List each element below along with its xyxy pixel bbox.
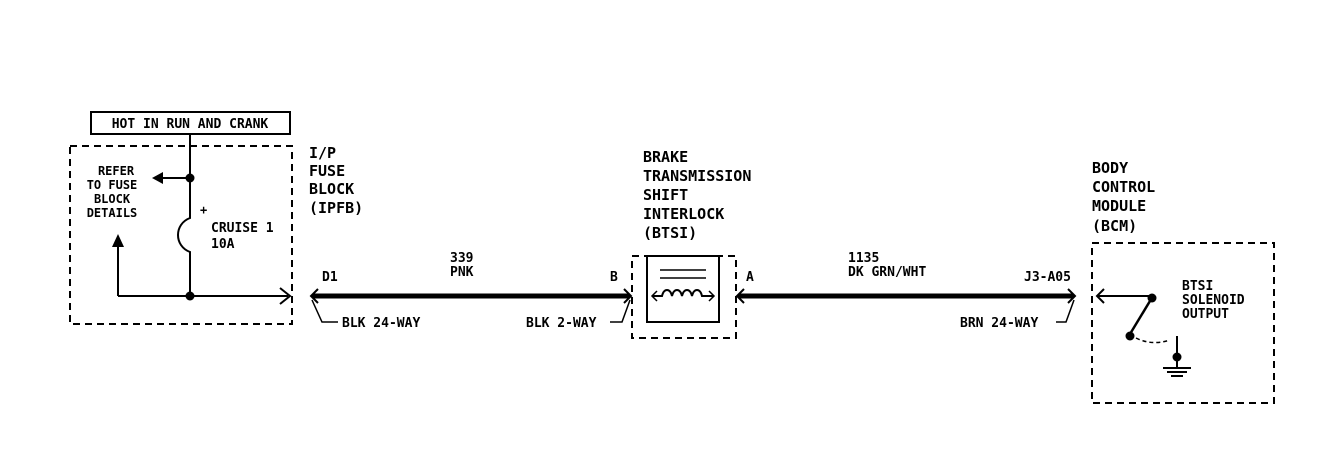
refer-line-2: TO FUSE	[87, 178, 138, 192]
bcm-in-arrow-icon	[1095, 288, 1105, 304]
bcm-title-1: BODY	[1092, 159, 1128, 177]
coil-right-arrow-icon	[708, 290, 716, 302]
bcm-connector-icon	[1067, 288, 1077, 304]
bcm-output-1: BTSI	[1182, 279, 1213, 294]
switch-blade-icon	[1128, 300, 1152, 335]
fuse-icon	[177, 204, 191, 296]
btsi-b-connector-icon	[623, 288, 633, 304]
fuse-rating: 10A	[211, 237, 235, 252]
ground-icon	[1163, 367, 1191, 377]
ipfb-title-3: BLOCK	[309, 180, 354, 198]
ipfb-connector: BLK 24-WAY	[342, 316, 420, 331]
wire-1135-circuit: 1135	[848, 251, 879, 266]
bcm-terminal: J3-A05	[1024, 270, 1071, 285]
fuse-block-outline	[69, 145, 293, 325]
btsi-title-2: TRANSMISSION	[643, 167, 751, 185]
btsi-connector-callout	[610, 299, 631, 323]
btsi-solenoid-box	[646, 255, 720, 323]
wire-339-color: PNK	[450, 265, 474, 280]
splice-bottom	[185, 291, 195, 301]
bcm-connector: BRN 24-WAY	[960, 316, 1038, 331]
btsi-title-4: INTERLOCK	[643, 205, 724, 223]
ipfb-connector-icon	[309, 288, 319, 304]
refer-line-1: REFER	[98, 164, 135, 178]
ipfb-connector-callout	[311, 299, 338, 323]
ipfb-terminal: D1	[322, 270, 338, 285]
ipfb-title-2: FUSE	[309, 162, 345, 180]
btsi-title-5: (BTSI)	[643, 224, 697, 242]
bcm-title-3: MODULE	[1092, 197, 1146, 215]
bcm-outline	[1091, 242, 1275, 404]
ipfb-title-4: (IPFB)	[309, 199, 363, 217]
btsi-terminal-a: A	[746, 270, 754, 285]
switch-contact-top	[1147, 293, 1157, 303]
fuse-out-arrow-icon	[279, 287, 292, 305]
bcm-title-4: (BCM)	[1092, 217, 1137, 235]
bcm-output-3: OUTPUT	[1182, 307, 1229, 322]
refer-line-4: DETAILS	[87, 206, 138, 220]
hot-label: HOT IN RUN AND CRANK	[112, 117, 269, 132]
btsi-connector: BLK 2-WAY	[526, 316, 597, 331]
bcm-output-2: SOLENOID	[1182, 293, 1245, 308]
btsi-title-1: BRAKE	[643, 148, 688, 166]
solenoid-coil-icon	[652, 289, 714, 297]
wire-1135-color: DK GRN/WHT	[848, 265, 926, 280]
bcm-connector-callout	[1056, 299, 1075, 323]
fuse-polarity: +	[200, 203, 207, 217]
ipfb-title-1: I/P	[309, 144, 336, 162]
wire-339-circuit: 339	[450, 251, 473, 266]
refer-arrow-icon	[152, 172, 163, 184]
coil-left-arrow-icon	[650, 290, 658, 302]
btsi-title-3: SHIFT	[643, 186, 688, 204]
up-arrow-icon	[112, 234, 124, 247]
btsi-a-connector-icon	[735, 288, 745, 304]
btsi-terminal-b: B	[610, 270, 618, 285]
bcm-title-2: CONTROL	[1092, 178, 1155, 196]
fuse-name: CRUISE 1	[211, 221, 274, 236]
switch-contact-bottom	[1125, 331, 1135, 341]
refer-line-3: BLOCK	[94, 192, 131, 206]
switch-dashed-link	[1135, 337, 1171, 344]
